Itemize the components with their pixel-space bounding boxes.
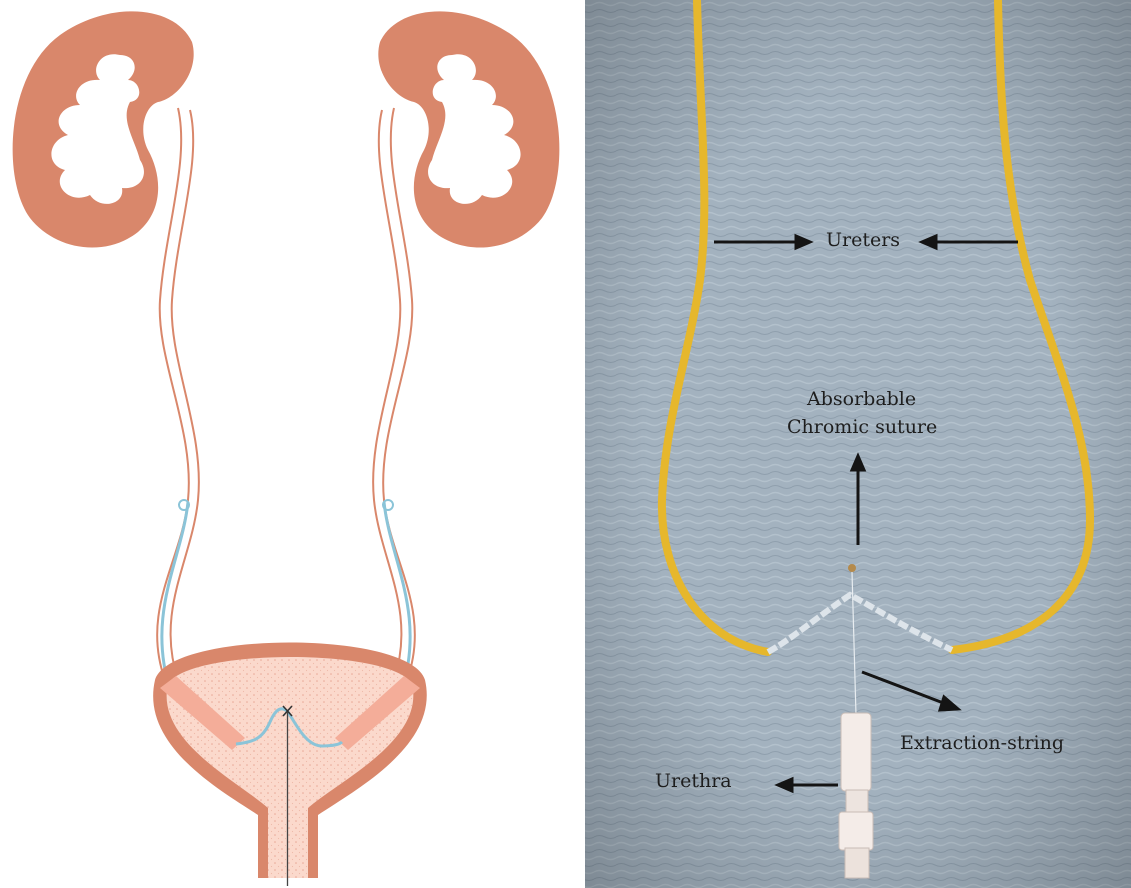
anatomy-illustration <box>13 11 560 886</box>
label-ureters: Ureters <box>826 229 900 251</box>
label-chromic-suture: Chromic suture <box>787 416 937 438</box>
label-absorbable: Absorbable <box>807 388 916 410</box>
photo-panel <box>585 0 1131 888</box>
right-ureter <box>373 108 415 680</box>
left-kidney <box>13 11 194 247</box>
label-extraction-string: Extraction-string <box>900 732 1064 754</box>
right-kidney <box>378 11 559 247</box>
left-ureter <box>157 108 199 680</box>
bladder <box>153 643 427 887</box>
photo-suture-knot <box>848 564 856 572</box>
label-urethra: Urethra <box>655 770 732 792</box>
